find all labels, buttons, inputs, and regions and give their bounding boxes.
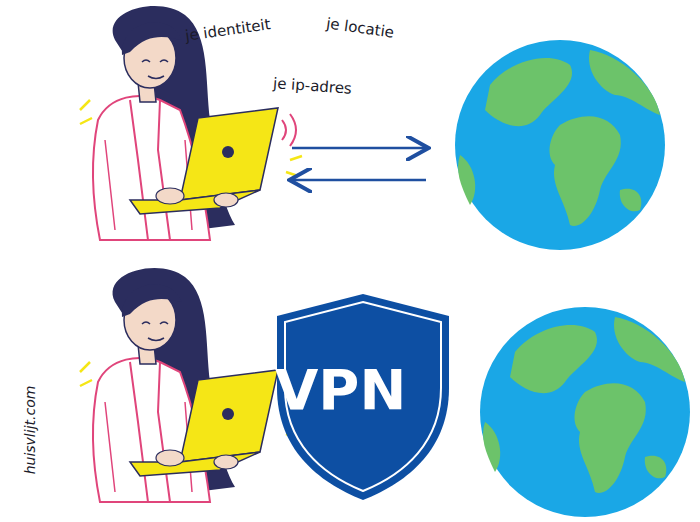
- info-label: je locatie: [325, 14, 395, 41]
- shield-text: VPN: [275, 357, 406, 422]
- info-label: je ip-adres: [272, 74, 352, 97]
- watermark: huisvlijt.com: [22, 386, 38, 475]
- info-label: je identiteit: [184, 15, 271, 45]
- vpn-shield: VPN: [275, 292, 451, 502]
